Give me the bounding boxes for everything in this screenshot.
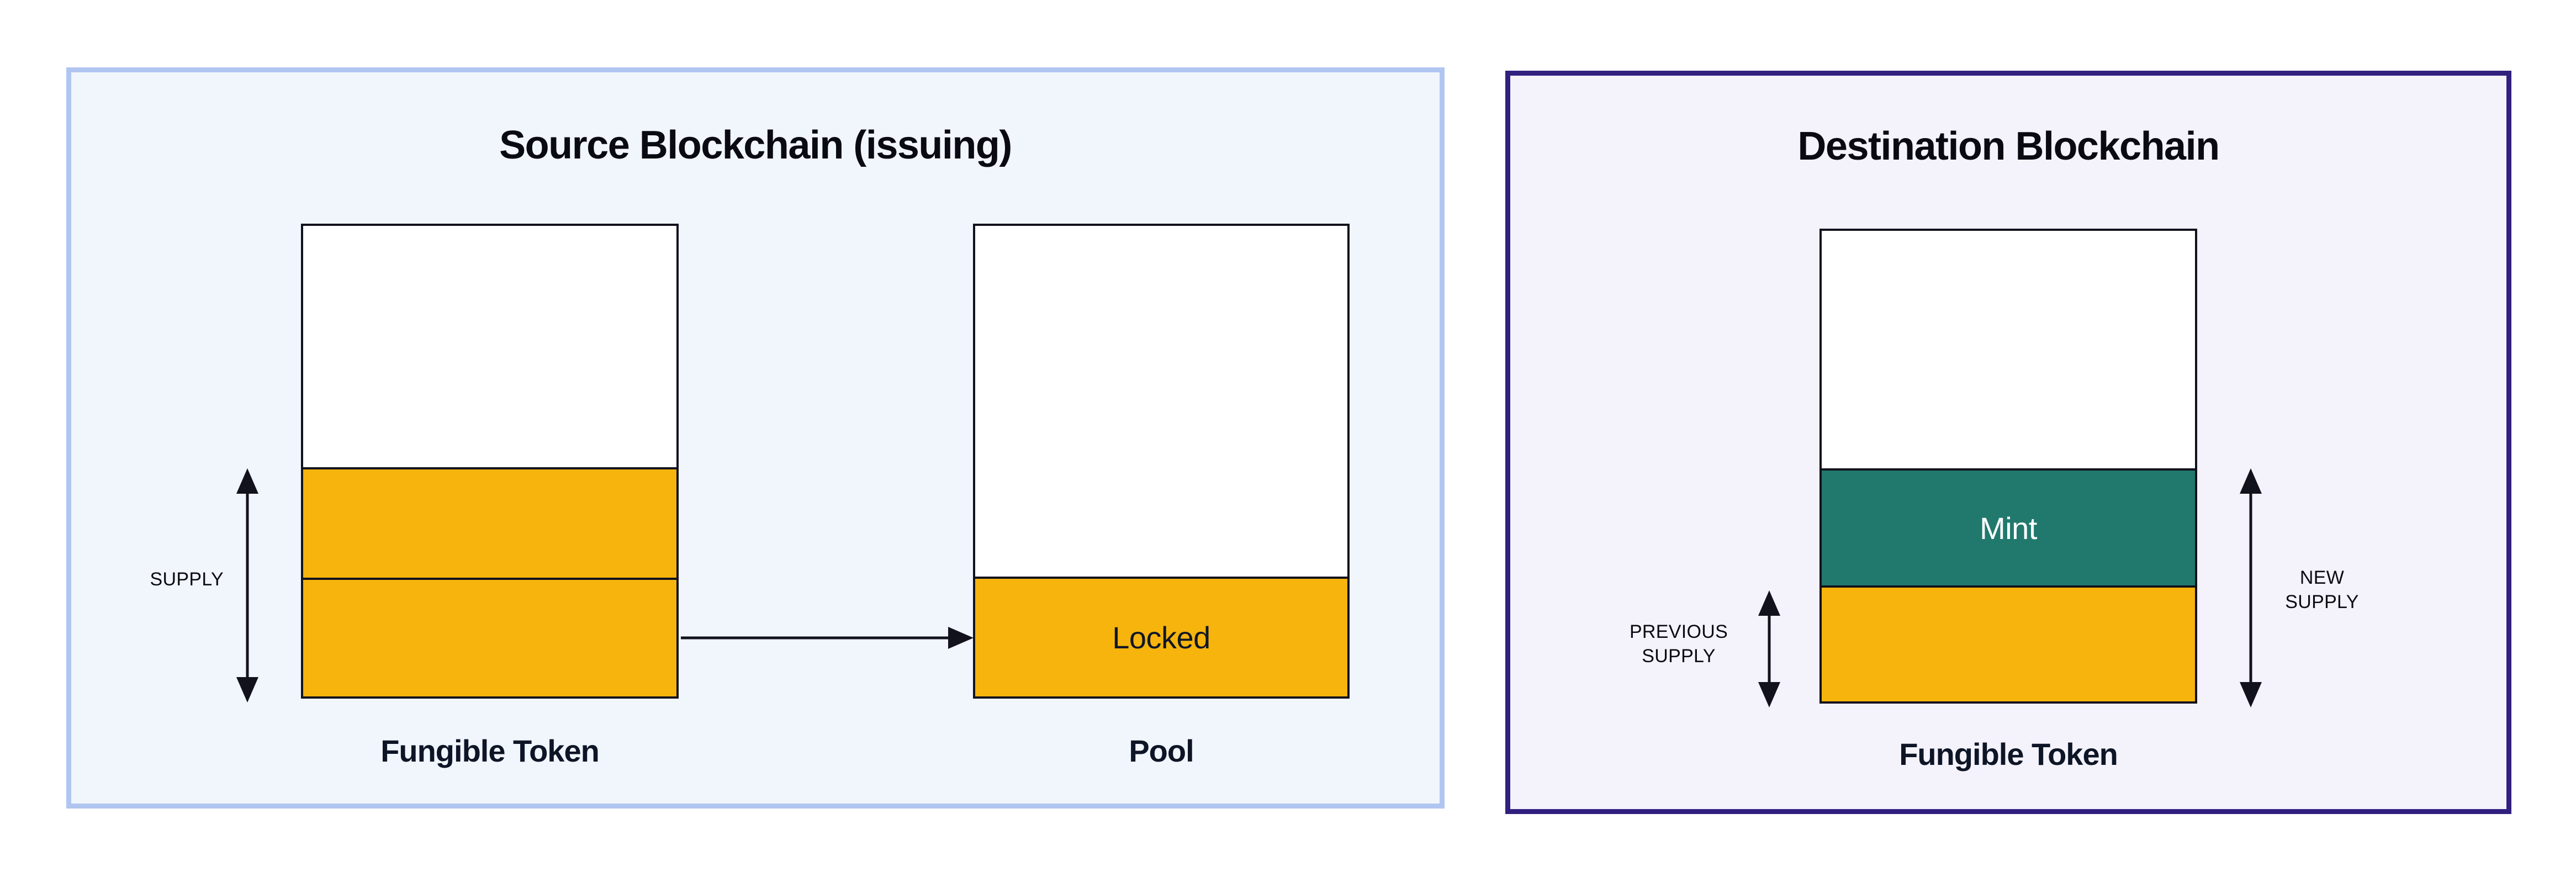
arrow-shaft [1768,601,1771,696]
arrow-shaft [2249,479,2252,696]
arrow-head-down [1758,682,1780,707]
supply-upper-segment [303,467,676,578]
pool-empty-segment [975,226,1347,577]
pool-label: Pool [1129,733,1194,768]
arrow-head-down [2240,682,2262,707]
source-blockchain-panel: Source Blockchain (issuing) SUPPLY Fungi… [66,67,1445,809]
arrow-shaft [246,479,249,691]
new-supply-range-arrow [2239,468,2263,707]
new-supply-label-line1: NEW [2299,567,2345,588]
supply-label: SUPPLY [150,569,224,590]
pool-bar: Locked [973,224,1350,699]
arrow-head-down [236,677,258,702]
new-supply-label-line2: SUPPLY [2285,591,2359,612]
source-panel-title: Source Blockchain (issuing) [499,123,1012,167]
mint-label: Mint [1980,510,2037,546]
fungible-token-bar-source [301,224,679,699]
previous-supply-label: PREVIOUS SUPPLY [1596,620,1762,668]
supply-range-arrow [235,468,260,702]
locked-segment: Locked [975,577,1347,696]
fungible-token-bar-destination: Mint [1819,229,2197,704]
previous-supply-label-line1: PREVIOUS [1629,621,1728,642]
mint-segment: Mint [1822,468,2195,585]
destination-blockchain-panel: Destination Blockchain Mint PREVIOUS SUP… [1505,71,2511,814]
destination-panel-title: Destination Blockchain [1797,124,2220,168]
supply-lower-segment [303,578,676,696]
previous-supply-segment [1822,585,2195,701]
previous-supply-range-arrow [1757,590,1781,707]
transfer-arrow [681,626,974,650]
fungible-token-label-destination: Fungible Token [1899,737,2118,772]
locked-label: Locked [1112,620,1210,655]
arrow-head-right [948,627,974,649]
fungible-token-label-source: Fungible Token [380,733,600,768]
unissued-supply-segment [1822,231,2195,468]
unissued-supply-segment [303,226,676,467]
arrow-shaft [681,636,955,640]
previous-supply-label-line2: SUPPLY [1642,646,1716,667]
new-supply-label: NEW SUPPLY [2258,566,2385,614]
